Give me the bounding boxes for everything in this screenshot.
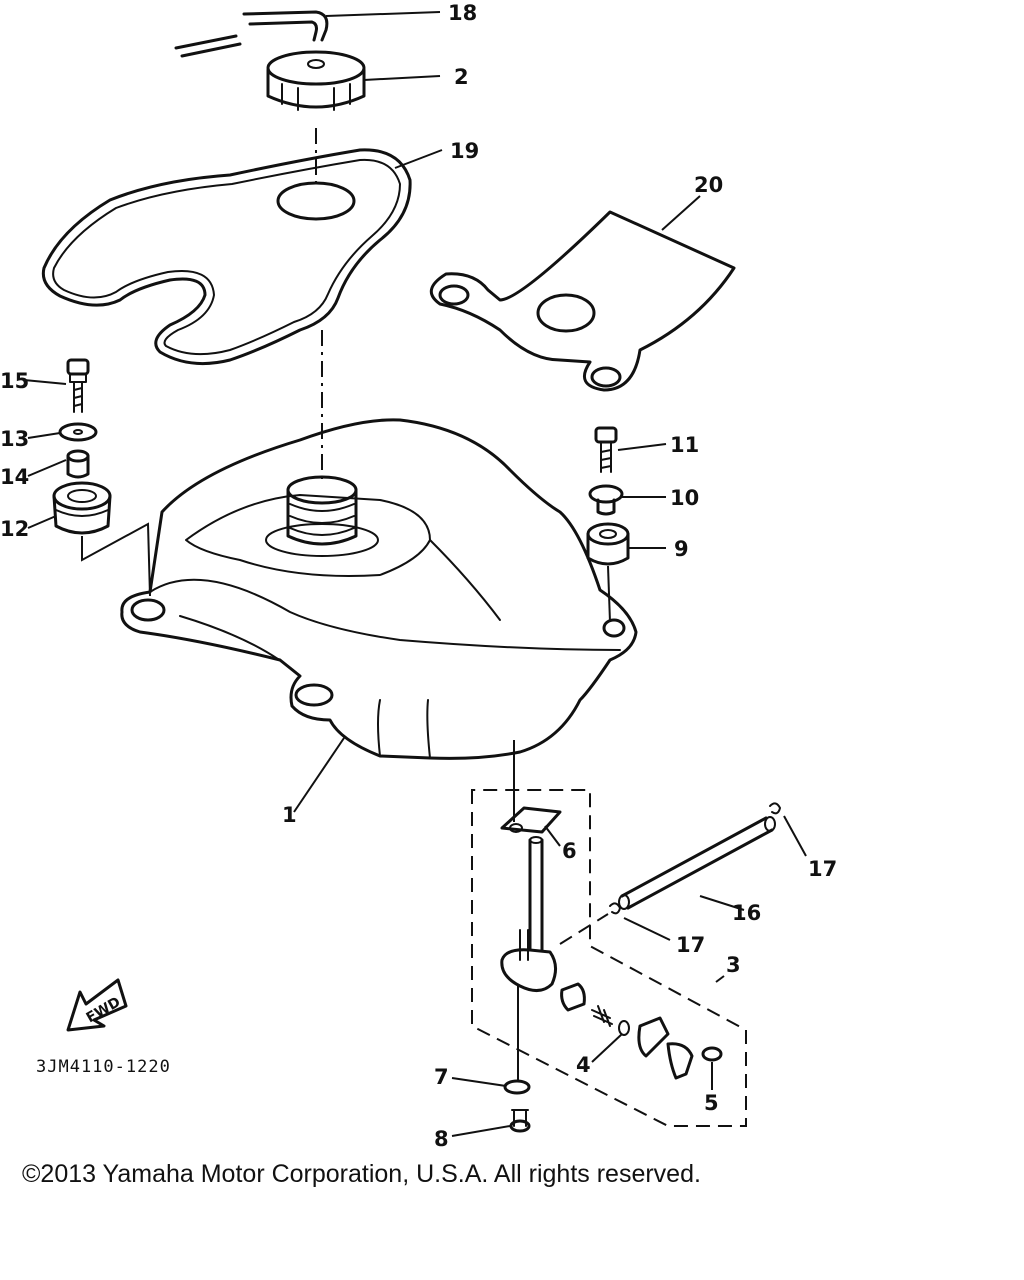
hose-clip-17-lower [609,902,621,915]
washer-13 [58,422,98,442]
forward-arrow-icon: FWD [66,978,128,1032]
callout-17-lower: 17 [676,933,705,957]
pipe-connection-line [559,913,609,945]
callout-7: 7 [434,1065,449,1089]
copyright-notice: ©2013 Yamaha Motor Corporation, U.S.A. A… [22,1160,701,1188]
collar-14 [66,449,90,479]
fuel-cock [500,836,557,992]
callout-14: 14 [0,465,29,489]
leader-lines [23,11,807,1137]
fuel-tank-cap [266,50,366,111]
callout-13: 13 [0,427,29,451]
collar-10 [588,484,624,516]
callout-6: 6 [562,839,577,863]
bolt-8 [509,1109,531,1133]
gasket-6 [500,806,562,834]
damper-12 [52,481,112,535]
callout-17-upper: 17 [808,857,837,881]
damper-9 [586,522,630,566]
callout-19: 19 [450,139,479,163]
bolt-11 [594,426,618,473]
callout-18: 18 [448,1,477,25]
bolt-15 [66,358,90,413]
assembly-line-right [607,565,611,623]
callout-9: 9 [674,537,689,561]
callout-8: 8 [434,1127,449,1151]
callout-4: 4 [576,1053,591,1077]
callout-12: 12 [0,517,29,541]
callout-16: 16 [732,901,761,925]
washer-7 [503,1079,531,1095]
callout-20: 20 [694,173,723,197]
callout-3: 3 [726,953,741,977]
fuel-cock-assembly-outline [471,789,747,1127]
callout-5: 5 [704,1091,719,1115]
mounting-plate [429,210,736,392]
hose-clip-17-upper [769,802,781,815]
fuel-pipe-16 [618,816,776,910]
fuel-cock-internals [560,982,723,1080]
callout-2: 2 [454,65,469,89]
callout-10: 10 [670,486,699,510]
breather-hose [174,10,329,58]
callout-11: 11 [670,433,699,457]
tank-seal-plate [41,148,412,366]
callout-1: 1 [282,803,297,827]
drawing-code: 3JM4110-1220 [36,1057,171,1077]
fwd-label: FWD [84,994,124,1026]
assembly-line-left [81,522,151,597]
fuel-tank [120,418,638,760]
callout-15: 15 [0,369,29,393]
